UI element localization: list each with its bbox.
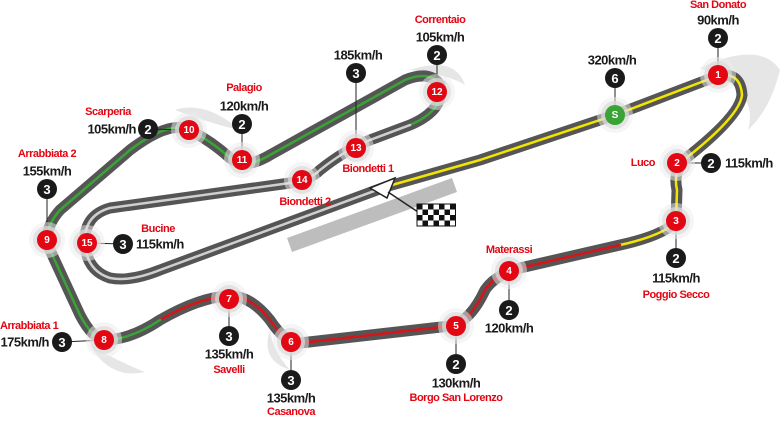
flag-square bbox=[422, 204, 428, 210]
gear-badge: 3 bbox=[281, 370, 301, 390]
flag-square bbox=[422, 220, 428, 226]
flag-square bbox=[422, 215, 428, 221]
flag-square bbox=[444, 215, 450, 221]
flag-square bbox=[444, 220, 450, 226]
gear-badge: 3 bbox=[346, 63, 366, 83]
flag-square bbox=[439, 209, 445, 215]
gear-badge: 3 bbox=[52, 332, 72, 352]
speed-label: 320km/h bbox=[587, 52, 637, 68]
speed-label: 105km/h bbox=[415, 29, 465, 45]
flag-square bbox=[433, 209, 439, 215]
corner-name: Poggio Secco bbox=[642, 289, 710, 301]
turn-marker-15[interactable]: 15 bbox=[77, 233, 97, 253]
speed-label: 120km/h bbox=[219, 98, 269, 114]
corner-name: Borgo San Lorenzo bbox=[409, 392, 503, 404]
gear-badge: 3 bbox=[37, 179, 57, 199]
flag-square bbox=[417, 215, 423, 221]
flag-square bbox=[433, 204, 439, 210]
turn-marker-8[interactable]: 8 bbox=[94, 330, 114, 350]
flag-square bbox=[439, 220, 445, 226]
flag-square bbox=[439, 215, 445, 221]
flag-square bbox=[444, 209, 450, 215]
gear-badge: 2 bbox=[701, 153, 721, 173]
turn-marker-10[interactable]: 10 bbox=[179, 120, 199, 140]
turn-marker-4[interactable]: 4 bbox=[499, 261, 519, 281]
flag-square bbox=[439, 204, 445, 210]
flag-square bbox=[450, 220, 456, 226]
gear-badge: 6 bbox=[605, 68, 625, 88]
turn-marker-6[interactable]: 6 bbox=[281, 332, 301, 352]
turn-marker-5[interactable]: 5 bbox=[446, 316, 466, 336]
flag-square bbox=[417, 209, 423, 215]
flag-square bbox=[428, 220, 434, 226]
corner-name: Scarperia bbox=[85, 106, 131, 118]
straight-marker[interactable]: S bbox=[605, 105, 625, 125]
checkered-flag-icon bbox=[416, 203, 456, 227]
corner-name: Bucine bbox=[141, 223, 175, 235]
gear-badge: 3 bbox=[113, 234, 133, 254]
corner-name: Arrabbiata 2 bbox=[17, 148, 77, 160]
corner-name: Arrabbiata 1 bbox=[0, 320, 59, 332]
speed-label: 115km/h bbox=[652, 270, 700, 286]
flag-square bbox=[417, 204, 423, 210]
speed-label: 135km/h bbox=[266, 390, 316, 406]
flag-square bbox=[422, 209, 428, 215]
speed-label: 115km/h bbox=[725, 155, 773, 171]
speed-label: 155km/h bbox=[22, 163, 72, 179]
gear-badge: 2 bbox=[138, 119, 158, 139]
speed-label: 105km/h bbox=[87, 121, 136, 137]
corner-name: Correntaio bbox=[414, 14, 466, 26]
turn-marker-13[interactable]: 13 bbox=[346, 138, 366, 158]
gear-badge: 2 bbox=[708, 28, 728, 48]
turn-marker-3[interactable]: 3 bbox=[666, 211, 686, 231]
flag-square bbox=[428, 215, 434, 221]
corner-name: Savelli bbox=[213, 364, 245, 376]
turn-marker-11[interactable]: 11 bbox=[232, 150, 252, 170]
corner-name: Luco bbox=[630, 157, 656, 169]
turn-marker-2[interactable]: 2 bbox=[667, 153, 687, 173]
gear-badge: 3 bbox=[219, 326, 239, 346]
corner-name: Biondetti 2 bbox=[279, 196, 331, 208]
corner-name: Palagio bbox=[226, 82, 262, 94]
flag-square bbox=[444, 204, 450, 210]
gear-badge: 2 bbox=[446, 354, 466, 374]
sector-neutral bbox=[83, 123, 412, 281]
turn-marker-1[interactable]: 1 bbox=[708, 65, 728, 85]
speed-label: 130km/h bbox=[431, 375, 481, 391]
gear-badge: 2 bbox=[499, 300, 519, 320]
corner-name: Biondetti 1 bbox=[342, 163, 394, 175]
flag-square bbox=[450, 215, 456, 221]
speed-label: 115km/h bbox=[136, 236, 184, 252]
speed-label: 135km/h bbox=[204, 346, 254, 362]
gear-badge: 2 bbox=[666, 248, 686, 268]
speed-label: 175km/h bbox=[0, 334, 49, 350]
speed-label: 90km/h bbox=[697, 12, 739, 28]
corner-name: Materassi bbox=[485, 244, 533, 256]
turn-marker-12[interactable]: 12 bbox=[427, 82, 447, 102]
flag-square bbox=[428, 204, 434, 210]
turn-marker-9[interactable]: 9 bbox=[37, 230, 57, 250]
speed-label: 185km/h bbox=[333, 47, 383, 63]
corner-name: Casanova bbox=[267, 406, 315, 418]
flag-square bbox=[428, 209, 434, 215]
flag-square bbox=[433, 220, 439, 226]
flag-square bbox=[433, 215, 439, 221]
corner-name: San Donato bbox=[689, 0, 747, 11]
flag-square bbox=[450, 209, 456, 215]
flag-square bbox=[450, 204, 456, 210]
speed-label: 120km/h bbox=[484, 320, 534, 336]
gear-badge: 2 bbox=[427, 45, 447, 65]
gear-badge: 2 bbox=[232, 114, 252, 134]
turn-marker-7[interactable]: 7 bbox=[219, 289, 239, 309]
pit-lane bbox=[287, 178, 457, 252]
turn-marker-14[interactable]: 14 bbox=[292, 170, 312, 190]
flag-square bbox=[417, 220, 423, 226]
